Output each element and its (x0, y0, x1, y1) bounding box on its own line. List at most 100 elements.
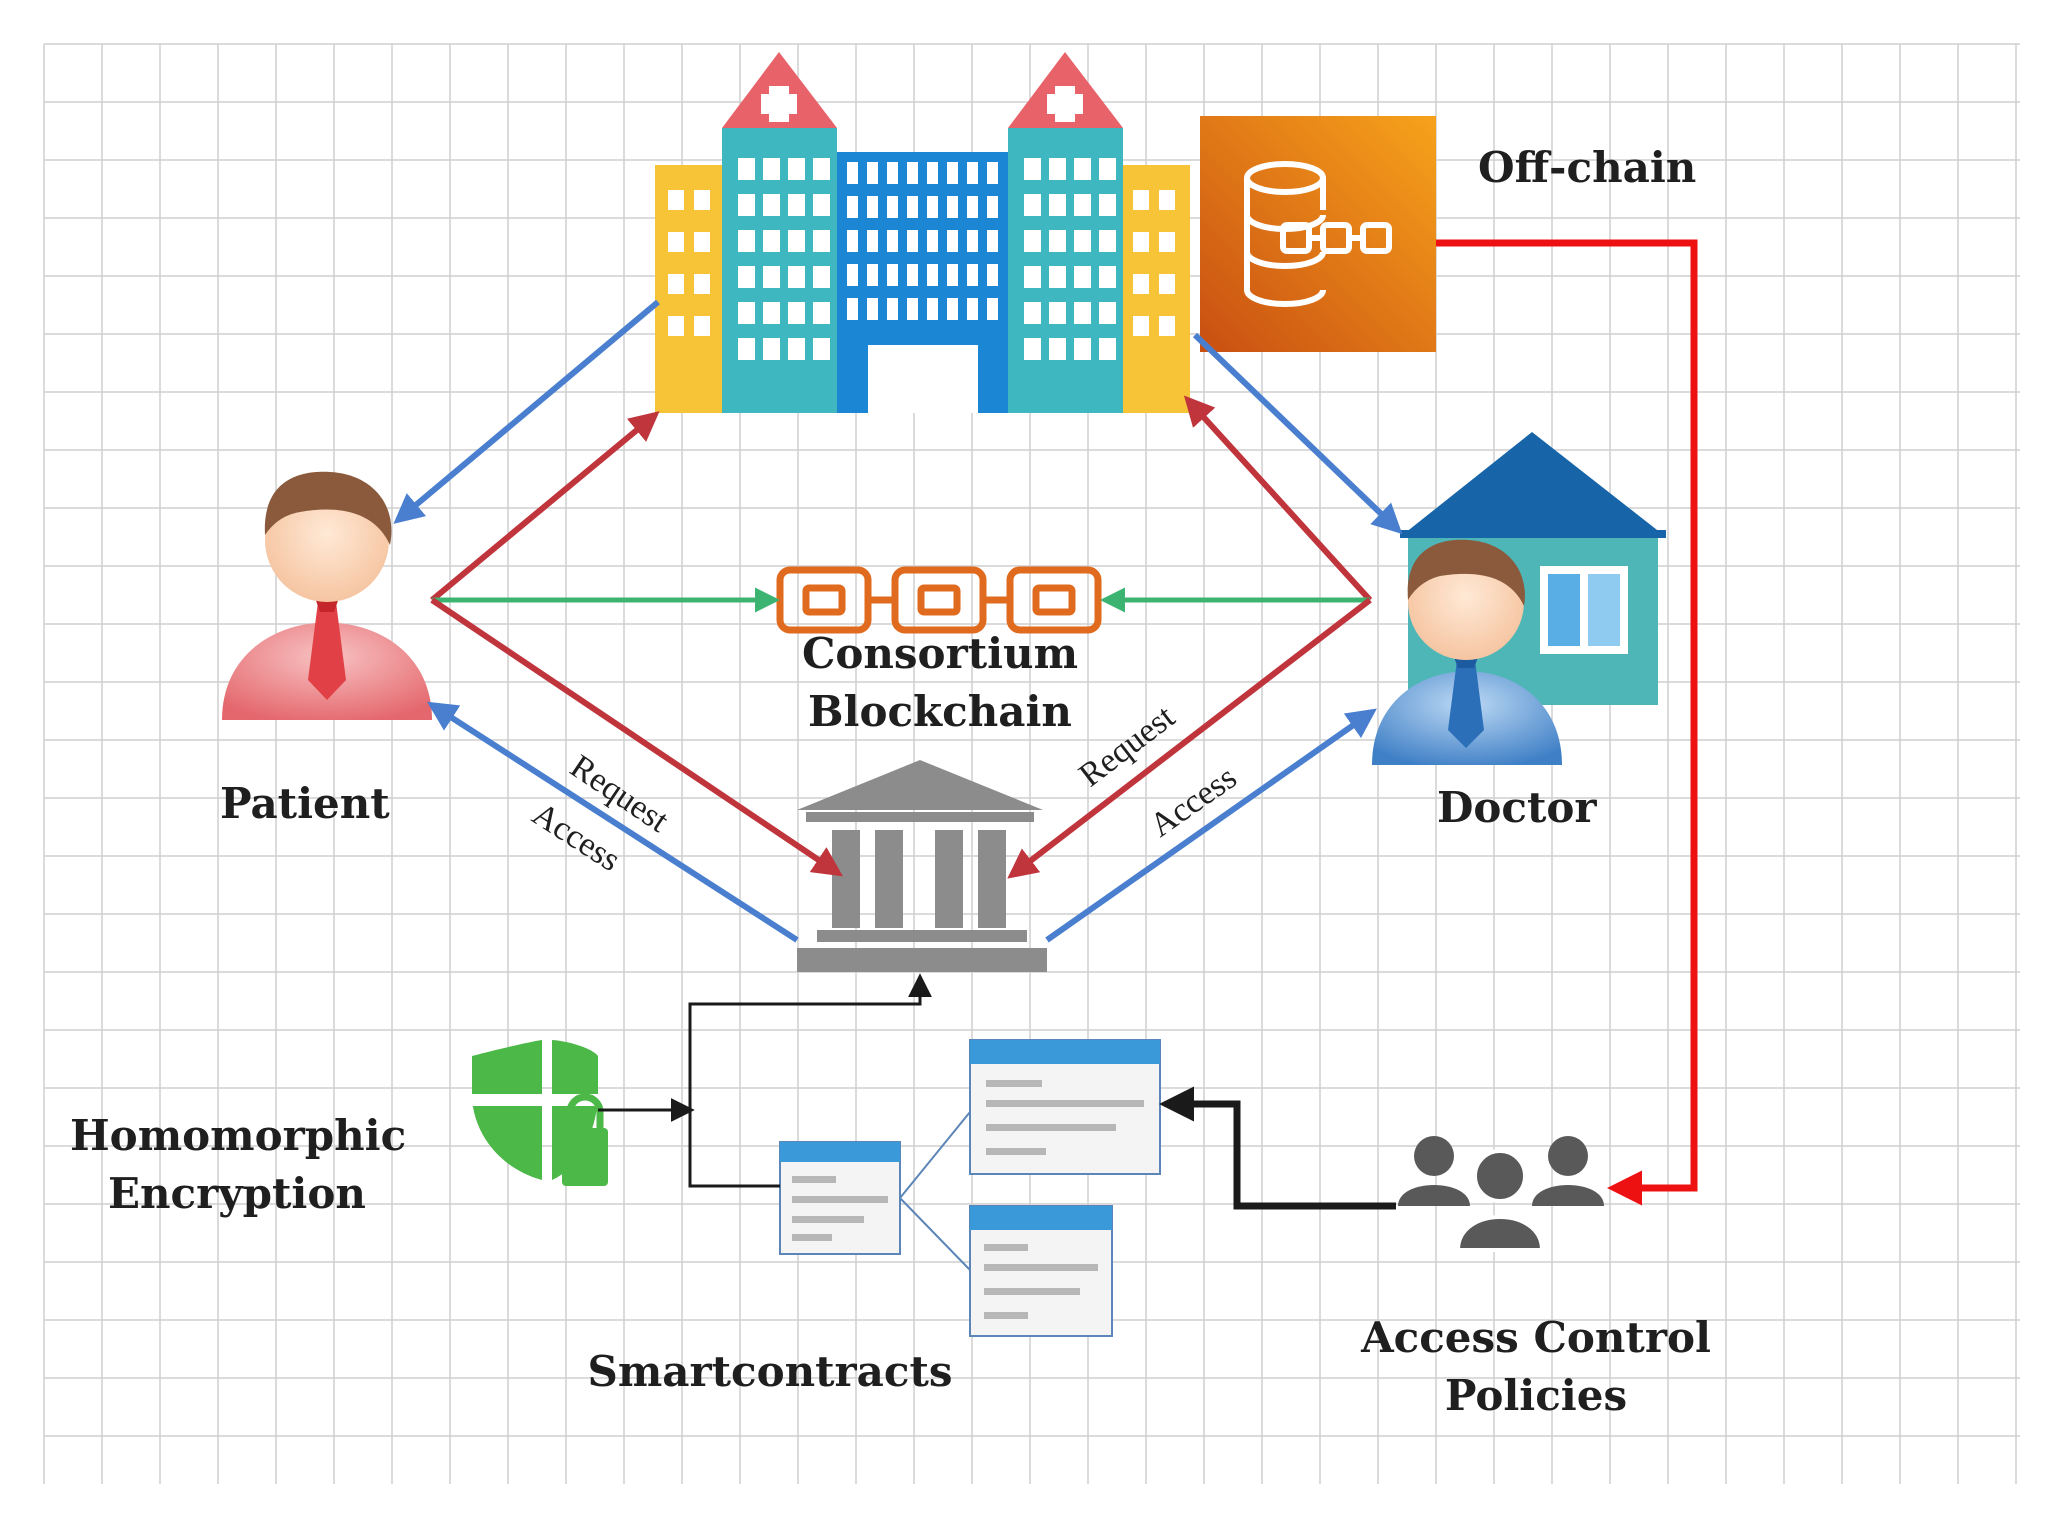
hospital-window (763, 230, 780, 252)
hospital-window (1074, 230, 1091, 252)
hospital-window (1049, 302, 1066, 324)
hospital-window (927, 162, 938, 184)
bank-building-icon (797, 760, 1047, 972)
hospital-window (763, 158, 780, 180)
hospital-window (788, 338, 805, 360)
offchain-label: Off-chain (1478, 143, 1696, 192)
blockchain-label-line1: Consortium (802, 629, 1078, 678)
hospital-window (788, 158, 805, 180)
hospital-window (763, 338, 780, 360)
smartcontracts-label: Smartcontracts (588, 1347, 953, 1396)
hospital-window (1099, 194, 1116, 216)
arrow-patient-request (430, 597, 843, 877)
doctor-access-label: Access (1143, 759, 1243, 845)
arrow-policies-to-contracts (1159, 1086, 1396, 1210)
hospital-window (813, 302, 830, 324)
policies-label-line2: Policies (1445, 1371, 1627, 1420)
hospital-window (788, 194, 805, 216)
hospital-window (927, 196, 938, 218)
smart-contract-window-icon (779, 1039, 1161, 1337)
hospital-window (738, 338, 755, 360)
hospital-window (1074, 338, 1091, 360)
hospital-window (987, 196, 998, 218)
encryption-label-line2: Encryption (108, 1169, 366, 1218)
hospital-window (887, 162, 898, 184)
hospital-window (1074, 302, 1091, 324)
hospital-window (887, 298, 898, 320)
hospital-window (1074, 266, 1091, 288)
hospital-window (847, 162, 858, 184)
shield-lock-icon (472, 1040, 608, 1186)
hospital-window (987, 230, 998, 252)
chain-link-icon (776, 566, 1102, 634)
hospital-window (738, 266, 755, 288)
hospital-window (967, 162, 978, 184)
doctor-request-label: Request (1072, 698, 1182, 794)
hospital-window (947, 230, 958, 252)
hospital-window (947, 298, 958, 320)
hospital-window (867, 162, 878, 184)
hospital-window (813, 158, 830, 180)
hospital-window (763, 266, 780, 288)
doctor-label: Doctor (1437, 783, 1597, 832)
hospital-window (813, 338, 830, 360)
hospital-window (1074, 194, 1091, 216)
hospital-window (867, 298, 878, 320)
hospital-window (947, 264, 958, 286)
hospital-window (1074, 158, 1091, 180)
hospital-window (788, 230, 805, 252)
arrow-junction-to-bank (688, 973, 932, 1188)
arrow-doctor-to-hospital (1183, 395, 1373, 603)
hospital-window (813, 266, 830, 288)
hospital-window (1024, 158, 1041, 180)
hospital-window (1049, 338, 1066, 360)
hospital-window (867, 196, 878, 218)
blockchain-label-line2: Blockchain (808, 687, 1072, 736)
hospital-window (1024, 266, 1041, 288)
hospital-window (847, 196, 858, 218)
hospital-window (907, 230, 918, 252)
arrow-patient-to-hospital (430, 411, 660, 603)
arrow-doctor-request (1007, 597, 1372, 879)
hospital-window (947, 196, 958, 218)
hospital-window (788, 302, 805, 324)
policies-label-line1: Access Control (1360, 1313, 1711, 1362)
hospital-window (927, 298, 938, 320)
hospital-window (1024, 302, 1041, 324)
hospital-window (1049, 158, 1066, 180)
hospital-window (967, 298, 978, 320)
doctor-avatar-icon (1372, 539, 1562, 765)
arrow-doctor-access (1045, 708, 1377, 943)
hospital-window (1024, 338, 1041, 360)
hospital-window (1099, 302, 1116, 324)
hospital-window (967, 264, 978, 286)
hospital-window (887, 230, 898, 252)
hospital-window (907, 264, 918, 286)
patient-avatar-icon (222, 471, 432, 720)
hospital-window (763, 194, 780, 216)
hospital-window (887, 196, 898, 218)
hospital-window (738, 158, 755, 180)
hospital-window (967, 196, 978, 218)
hospital-window (907, 162, 918, 184)
arrows (393, 239, 1698, 1210)
hospital-window (847, 264, 858, 286)
user-group-icon (1398, 1136, 1604, 1252)
hospital-window (738, 230, 755, 252)
hospital-window (887, 264, 898, 286)
hospital-window (1024, 194, 1041, 216)
encryption-label-line1: Homomorphic (70, 1111, 406, 1160)
arrow-offchain-to-policies (1436, 239, 1698, 1206)
hospital-window (967, 230, 978, 252)
hospital-window (1049, 266, 1066, 288)
hospital-window (1099, 338, 1116, 360)
hospital-window (1099, 266, 1116, 288)
hospital-window (847, 298, 858, 320)
hospital-window (1049, 194, 1066, 216)
hospital-window (947, 162, 958, 184)
hospital-window (987, 264, 998, 286)
hospital-window (1024, 230, 1041, 252)
hospital-window (738, 302, 755, 324)
